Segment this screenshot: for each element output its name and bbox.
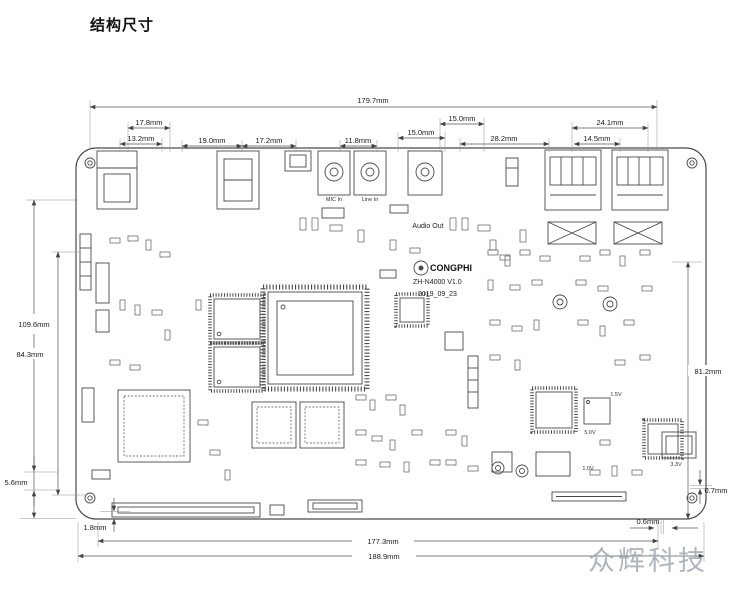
main-cpu <box>260 284 370 392</box>
dim-19-0: 19.0mm <box>198 136 225 145</box>
mic-in-label: MIC In <box>326 197 342 203</box>
board-date: 2019_09_23 <box>418 291 457 298</box>
line-jack <box>353 150 387 196</box>
dim-13-2: 13.2mm <box>127 134 154 143</box>
test-point-3: 1.0V <box>582 466 594 472</box>
dim-17-8: 17.8mm <box>135 118 162 127</box>
watermark: 众辉科技 <box>588 546 708 576</box>
right-dimensions: 81.2mm 0.7mm <box>672 261 730 520</box>
dim-17-2: 17.2mm <box>255 136 282 145</box>
dim-28-2: 28.2mm <box>490 134 517 143</box>
dim-84-3: 84.3mm <box>16 350 43 359</box>
dim-0-7: 0.7mm <box>705 486 728 495</box>
dim-109-6: 109.6mm <box>18 320 49 329</box>
dim-11-8: 11.8mm <box>345 136 372 145</box>
left-dimensions: 109.6mm 84.3mm 5.6mm 1.8mm <box>5 199 130 532</box>
dim-15-0-a: 15.0mm <box>448 114 475 123</box>
test-point-2: 5.0V <box>584 430 596 436</box>
top-connectors <box>96 149 669 245</box>
test-point-4: 3.3V <box>670 462 682 468</box>
audio-out-label: Audio Out <box>412 223 443 230</box>
passives <box>109 217 653 481</box>
silkscreen-text: MIC In Line In Audio Out CONGPHI ZH-N400… <box>326 197 682 472</box>
mic-jack <box>317 150 351 196</box>
dim-0-6: 0.6mm <box>637 517 660 526</box>
board-outline <box>75 147 707 520</box>
line-in-label: Line In <box>362 197 379 203</box>
ics <box>79 233 697 518</box>
dim-15-0-b: 15.0mm <box>407 128 434 137</box>
bottom-dimensions: 177.3mm 188.9mm 0.6mm <box>77 517 705 562</box>
dim-5-6: 5.6mm <box>5 478 28 487</box>
board-model: ZH-N4000 V1.0 <box>413 279 462 286</box>
dim-81-2: 81.2mm <box>694 367 721 376</box>
dim-24-1: 24.1mm <box>596 118 623 127</box>
dim-overall-width: 179.7mm <box>357 96 388 105</box>
congphi-logo-icon <box>413 260 429 276</box>
right-edge-connector <box>661 431 697 459</box>
brand-logo-text: CONGPHI <box>430 263 472 273</box>
bottom-slot-connector <box>111 502 261 518</box>
top-dimensions: 179.7mm 17.8mm 15.0mm 24.1mm 13.2mm 19.0… <box>89 96 658 152</box>
test-point-1: 1.5V <box>610 392 622 398</box>
page-title: 结构尺寸 <box>90 17 155 34</box>
dim-14-5: 14.5mm <box>583 134 610 143</box>
dim-188-9: 188.9mm <box>368 552 399 561</box>
audio-out-jack <box>407 150 443 196</box>
dim-177-3: 177.3mm <box>367 537 398 546</box>
dim-1-8: 1.8mm <box>84 523 107 532</box>
